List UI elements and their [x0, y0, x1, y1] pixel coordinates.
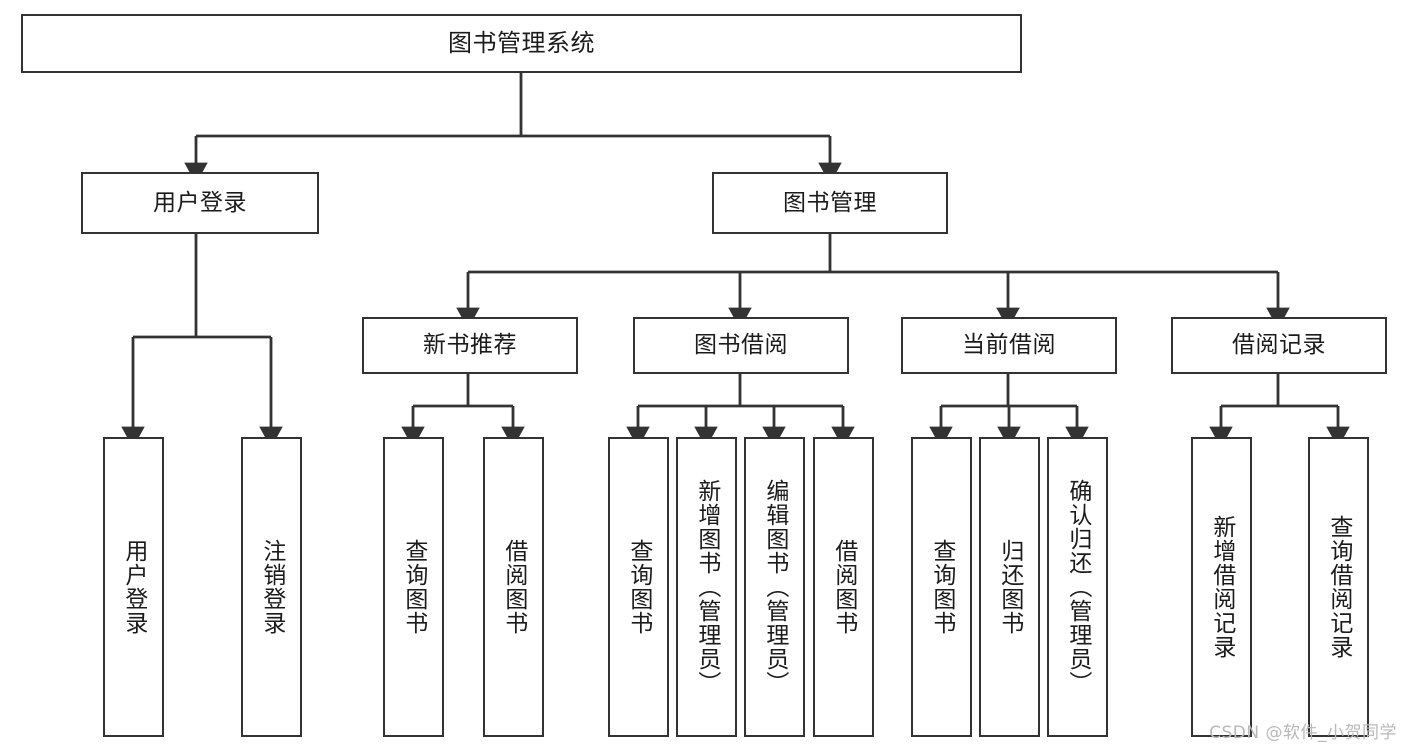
- node-leaf-borrow-book-1[interactable]: 借阅图书: [483, 437, 544, 737]
- node-leaf-query-book-3[interactable]: 查询图书: [911, 437, 972, 737]
- node-leaf-edit-book-label: 编辑图书（管理员）: [761, 479, 788, 695]
- csdn-watermark: CSDN @软件_小贺同学: [1209, 723, 1397, 743]
- node-book-borrow-label: 图书借阅: [694, 332, 788, 359]
- node-leaf-query-record-label: 查询借阅记录: [1325, 515, 1352, 659]
- node-leaf-user-login[interactable]: 用户登录: [103, 437, 164, 737]
- node-leaf-confirm-return[interactable]: 确认归还（管理员）: [1047, 437, 1108, 737]
- node-leaf-add-book[interactable]: 新增图书（管理员）: [676, 437, 737, 737]
- node-leaf-query-book-2-label: 查询图书: [625, 539, 652, 635]
- node-leaf-logout-label: 注销登录: [258, 539, 285, 635]
- node-user-login[interactable]: 用户登录: [81, 172, 319, 234]
- node-leaf-borrow-book-1-label: 借阅图书: [500, 539, 527, 635]
- node-new-book-rec[interactable]: 新书推荐: [362, 317, 578, 374]
- node-leaf-query-book-3-label: 查询图书: [928, 539, 955, 635]
- node-current-borrow[interactable]: 当前借阅: [901, 317, 1117, 374]
- node-leaf-query-book-1-label: 查询图书: [400, 539, 427, 635]
- node-leaf-query-book-2[interactable]: 查询图书: [608, 437, 669, 737]
- node-leaf-borrow-book-2-label: 借阅图书: [830, 539, 857, 635]
- node-borrow-record-label: 借阅记录: [1232, 332, 1326, 359]
- node-leaf-add-record[interactable]: 新增借阅记录: [1191, 437, 1252, 737]
- node-leaf-return-book[interactable]: 归还图书: [979, 437, 1040, 737]
- node-leaf-add-record-label: 新增借阅记录: [1208, 515, 1235, 659]
- node-current-borrow-label: 当前借阅: [962, 332, 1056, 359]
- node-root-label: 图书管理系统: [448, 28, 595, 57]
- node-leaf-logout[interactable]: 注销登录: [241, 437, 302, 737]
- node-leaf-return-book-label: 归还图书: [996, 539, 1023, 635]
- node-book-borrow[interactable]: 图书借阅: [633, 317, 849, 374]
- node-leaf-add-book-label: 新增图书（管理员）: [693, 479, 720, 695]
- node-leaf-query-record[interactable]: 查询借阅记录: [1308, 437, 1369, 737]
- node-leaf-confirm-return-label: 确认归还（管理员）: [1064, 479, 1091, 695]
- node-book-manage-label: 图书管理: [783, 189, 877, 216]
- node-book-manage[interactable]: 图书管理: [712, 172, 948, 234]
- node-new-book-rec-label: 新书推荐: [423, 332, 517, 359]
- node-leaf-edit-book[interactable]: 编辑图书（管理员）: [744, 437, 805, 737]
- node-leaf-query-book-1[interactable]: 查询图书: [383, 437, 444, 737]
- node-leaf-borrow-book-2[interactable]: 借阅图书: [813, 437, 874, 737]
- node-user-login-label: 用户登录: [153, 189, 247, 216]
- node-borrow-record[interactable]: 借阅记录: [1171, 317, 1387, 374]
- node-root[interactable]: 图书管理系统: [21, 14, 1022, 73]
- node-leaf-user-login-label: 用户登录: [120, 539, 147, 635]
